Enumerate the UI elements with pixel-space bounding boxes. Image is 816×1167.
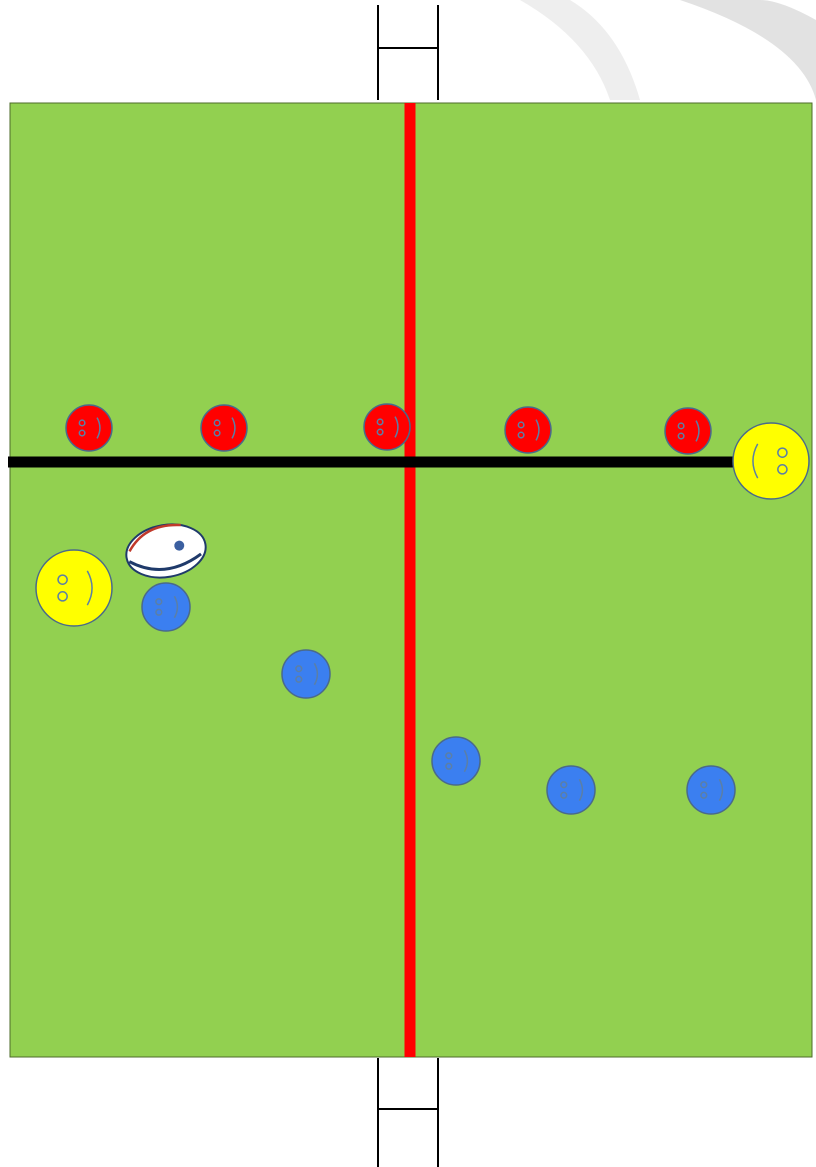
player-head [66,405,112,451]
watermark-shape [520,0,640,100]
watermark-shape [680,0,816,100]
player-head [687,766,735,814]
player-head [364,404,410,450]
red-player [66,405,112,451]
player-head [547,766,595,814]
blue-player [547,766,595,814]
player-head [282,650,330,698]
referee-player [36,550,112,626]
red-player [201,405,247,451]
player-head [36,550,112,626]
watermark-arc [520,0,816,100]
red-player [364,404,410,450]
player-head [665,408,711,454]
player-head [142,583,190,631]
blue-player [432,737,480,785]
red-player [665,408,711,454]
blue-player [687,766,735,814]
player-head [201,405,247,451]
player-head [432,737,480,785]
referee-player [733,423,809,499]
player-head [505,407,551,453]
blue-player [142,583,190,631]
red-player [505,407,551,453]
blue-player [282,650,330,698]
player-head [733,423,809,499]
